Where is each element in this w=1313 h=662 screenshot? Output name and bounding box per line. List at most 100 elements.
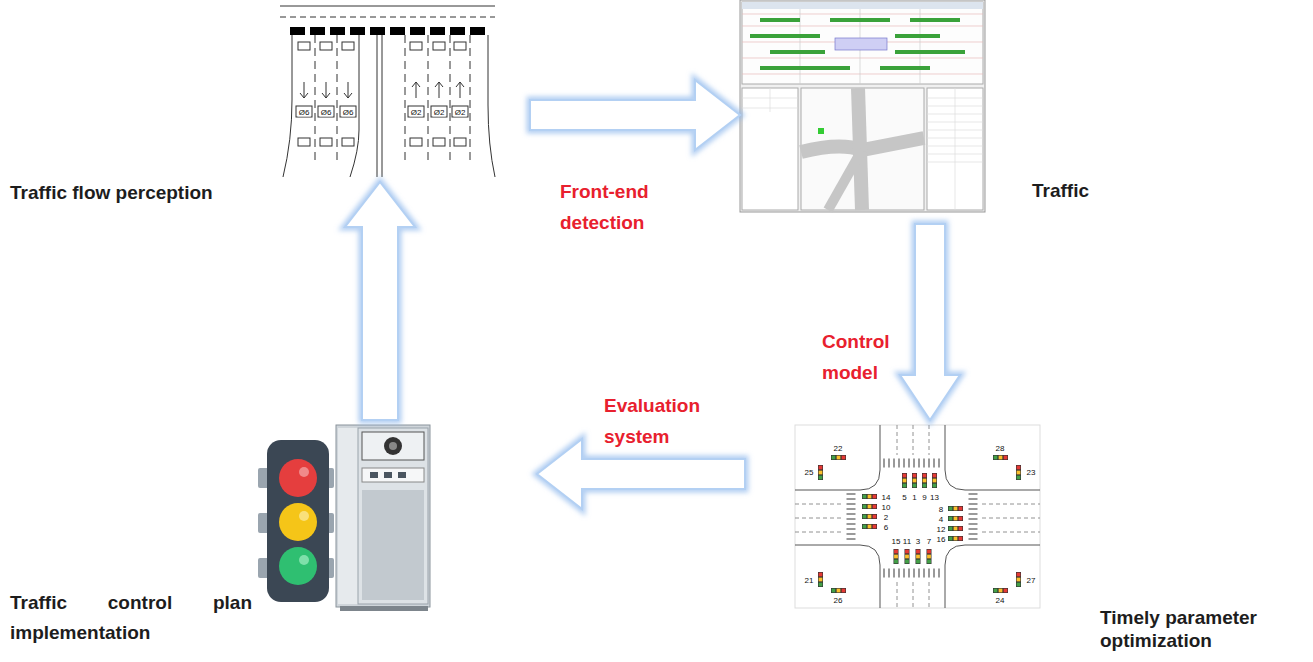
intersection-plan-part xyxy=(948,506,963,511)
callout-number: 16 xyxy=(936,534,947,543)
lane-diagram-part xyxy=(433,42,445,50)
intersection-plan-part xyxy=(927,549,932,564)
lane-diagram-part xyxy=(405,35,406,160)
signal-and-cabinet-part xyxy=(358,428,428,604)
intersection-plan-part xyxy=(993,588,1008,593)
intersection-plan-part xyxy=(851,463,973,573)
intersection-plan-part-part xyxy=(795,532,842,533)
callout-number: 4 xyxy=(938,514,944,523)
callout-number: 6 xyxy=(883,522,889,531)
signal-and-cabinet xyxy=(258,425,430,611)
software-screenshot-part xyxy=(750,18,965,70)
software-screenshot-part xyxy=(800,9,920,84)
callout-number: Ø2 xyxy=(454,108,467,117)
signal-and-cabinet-part xyxy=(384,437,402,455)
lane-diagram-part xyxy=(318,106,334,117)
software-screenshot-part xyxy=(742,88,798,210)
intersection-plan xyxy=(795,425,1040,608)
lane-diagram-part xyxy=(298,138,310,146)
software-screenshot-part-part xyxy=(955,88,956,210)
intersection-plan-part-part xyxy=(847,493,856,543)
signal-and-cabinet-part xyxy=(389,442,397,450)
signal-and-cabinet-part xyxy=(362,468,424,482)
hollow-arrow xyxy=(537,439,745,509)
signal-and-cabinet-part xyxy=(267,440,329,602)
lane-diagram-part xyxy=(410,42,422,50)
node-caption: Timely parameter optimization xyxy=(1100,606,1305,652)
hollow-arrow-outline xyxy=(537,439,745,509)
software-screenshot-part-part xyxy=(742,58,983,59)
callout-number: 26 xyxy=(833,596,844,605)
intersection-plan-part xyxy=(948,516,963,521)
intersection-plan-part-part xyxy=(795,504,842,505)
software-screenshot-part-part xyxy=(760,66,850,70)
intersection-plan-part xyxy=(922,473,927,488)
callout-number: 10 xyxy=(881,502,892,511)
callout-number: 15 xyxy=(891,537,902,546)
intersection-plan-part xyxy=(831,588,846,593)
picture-node: Traffic flow perception xyxy=(280,2,495,177)
picture-node: Traffic xyxy=(740,0,985,212)
intersection-plan-part xyxy=(948,526,963,531)
intersection-plan-part-part xyxy=(929,425,930,455)
intersection-plan-part xyxy=(862,504,877,509)
callout-number: 9 xyxy=(921,493,927,502)
callout-number: 23 xyxy=(1026,468,1037,477)
signal-and-cabinet-part xyxy=(299,511,309,521)
software-screenshot-part-part xyxy=(828,150,862,210)
intersection-plan-part-part xyxy=(913,425,914,455)
callout-number: 22 xyxy=(833,444,844,453)
intersection-plan-part xyxy=(795,425,1040,608)
lane-diagram-part xyxy=(454,138,466,146)
lane-diagram-part xyxy=(412,82,420,98)
edge-label: Evaluation system xyxy=(604,390,734,452)
software-screenshot-part-part xyxy=(742,26,983,27)
node-caption: Traffic flow perception xyxy=(10,180,260,206)
lane-diagram-part xyxy=(350,130,359,177)
intersection-plan-part xyxy=(932,473,937,488)
hollow-arrow xyxy=(900,224,960,420)
software-screenshot-part xyxy=(742,88,798,112)
intersection-plan-part-part xyxy=(795,518,842,519)
callout-number: 21 xyxy=(804,576,815,585)
signal-and-cabinet-part xyxy=(299,467,309,477)
intersection-plan-part xyxy=(795,425,1040,608)
signal-and-cabinet-part xyxy=(299,555,309,565)
hollow-arrow xyxy=(530,80,740,150)
node-caption: Traffic xyxy=(1032,178,1152,204)
lane-diagram-part xyxy=(470,35,471,160)
intersection-plan-part xyxy=(795,425,1040,608)
callout-number: Ø6 xyxy=(342,108,355,117)
lane-diagram-part xyxy=(410,138,422,146)
arrow-glow xyxy=(530,80,740,150)
lane-diagram xyxy=(280,6,495,177)
intersection-plan-part xyxy=(1016,465,1021,480)
callout-number: 2 xyxy=(883,512,889,521)
lane-diagram-part xyxy=(337,35,338,160)
lane-diagram-part xyxy=(428,35,429,160)
intersection-plan-part-part xyxy=(897,582,898,608)
hollow-arrow-outline xyxy=(900,224,960,420)
node-caption: Traffic control plan implementation xyxy=(10,588,252,648)
software-screenshot-part-part xyxy=(895,50,965,54)
lane-diagram-part xyxy=(322,82,330,98)
intersection-plan-part xyxy=(894,549,899,564)
callout-number: 14 xyxy=(881,492,892,501)
intersection-plan-part xyxy=(862,524,877,529)
lane-diagram-part xyxy=(433,138,445,146)
software-screenshot-part-part xyxy=(742,14,983,15)
software-screenshot-part-part xyxy=(742,74,983,75)
intersection-plan-part xyxy=(862,514,877,519)
signal-and-cabinet-part xyxy=(336,425,430,607)
software-screenshot-part-part xyxy=(770,88,771,112)
software-screenshot xyxy=(740,0,985,212)
intersection-plan-part-part xyxy=(982,518,1040,519)
software-screenshot-part-part xyxy=(880,66,930,70)
software-screenshot-part-part xyxy=(910,18,960,22)
software-screenshot-part xyxy=(740,0,985,212)
intersection-plan-part xyxy=(916,549,921,564)
lane-diagram-part xyxy=(435,82,443,98)
lane-diagram-part xyxy=(342,138,354,146)
lane-diagram-part xyxy=(298,42,310,50)
